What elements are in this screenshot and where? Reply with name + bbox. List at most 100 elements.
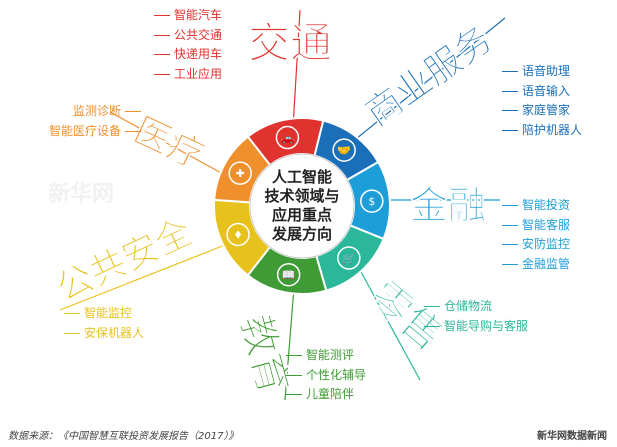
cart-icon: 🛒 <box>337 246 361 270</box>
list-item-label: 安防监控 <box>522 237 571 251</box>
list-item: 安防监控 <box>498 235 613 255</box>
field-title: 交通 <box>248 19 332 68</box>
list-item-label: 家庭管家 <box>522 103 571 117</box>
svg-text:🤝: 🤝 <box>337 144 351 157</box>
dash-marker <box>424 306 440 308</box>
center-hub <box>249 153 355 259</box>
list-item: 监测诊断 <box>0 102 145 122</box>
list-item-label: 公共交通 <box>174 27 223 42</box>
list-item: 陪护机器人 <box>498 121 613 141</box>
list-item: 儿童陪伴 <box>282 385 412 405</box>
dash-marker <box>286 355 302 357</box>
dash-marker <box>502 224 518 226</box>
list-item: 安保机器人 <box>60 324 200 344</box>
list-item: 仓储物流 <box>420 297 590 317</box>
list-item-label: 智能客服 <box>522 217 571 232</box>
svg-text:🛒: 🛒 <box>342 252 356 265</box>
svg-text:$: $ <box>368 195 375 208</box>
list-item: 快递用车 <box>150 45 278 65</box>
dash-marker <box>154 54 170 56</box>
connector-line <box>329 17 506 161</box>
list-item: 智能汽车 <box>150 6 278 26</box>
svg-text:♦: ♦ <box>233 228 243 241</box>
field-item-list: 智能测评个性化辅导儿童陪伴 <box>282 346 412 405</box>
list-item: 公共交通 <box>150 26 278 46</box>
list-item-label: 金融监管 <box>522 256 571 271</box>
dash-marker <box>502 90 518 92</box>
field-item-list: 智能投资智能客服安防监控金融监管 <box>498 196 613 274</box>
connector-line <box>109 111 226 176</box>
watermark: 新华网 <box>48 182 115 207</box>
dash-marker <box>154 73 170 75</box>
connector-line <box>59 244 226 311</box>
list-item: 个性化辅导 <box>282 366 412 386</box>
list-item: 智能客服 <box>498 216 613 236</box>
list-item: 工业应用 <box>150 65 278 85</box>
connector-line <box>284 274 296 401</box>
field-item-list: 仓储物流智能导购与客服 <box>420 297 590 336</box>
dash-marker <box>154 15 170 17</box>
footer-brand: 新华网数据新闻 <box>537 431 607 442</box>
field-item-list: 智能汽车公共交通快递用车工业应用 <box>150 6 278 84</box>
center-title-line: 应用重点 <box>272 206 332 224</box>
list-item-label: 语音输入 <box>522 83 571 98</box>
svg-text:🚗: 🚗 <box>281 132 295 145</box>
svg-text:✚: ✚ <box>236 167 245 180</box>
center-title-line: 发展方向 <box>271 225 332 243</box>
list-item: 智能导购与客服 <box>420 317 590 337</box>
dash-marker <box>125 130 141 132</box>
handshake-icon: 🤝 <box>332 138 356 162</box>
list-item-label: 快递用车 <box>174 47 223 61</box>
dash-marker <box>64 313 80 315</box>
field-item-list: 监测诊断智能医疗设备 <box>0 102 145 141</box>
list-item-label: 个性化辅导 <box>306 367 367 382</box>
list-item: 智能监控 <box>60 304 200 324</box>
list-item-label: 安保机器人 <box>84 325 145 340</box>
dash-marker <box>286 394 302 396</box>
list-item: 语音助理 <box>498 62 613 82</box>
list-item-label: 智能医疗设备 <box>48 123 121 138</box>
list-item: 家庭管家 <box>498 101 613 121</box>
svg-text:📖: 📖 <box>282 269 296 282</box>
list-item-label: 语音助理 <box>522 64 571 78</box>
dash-marker <box>424 325 440 327</box>
money-bag-icon: $ <box>360 189 384 213</box>
medical-kit-icon: ✚ <box>228 161 252 185</box>
list-item-label: 智能监控 <box>84 306 133 320</box>
list-item: 智能医疗设备 <box>0 122 145 142</box>
dash-marker <box>502 244 518 246</box>
list-item-label: 智能投资 <box>522 198 571 212</box>
book-icon: 📖 <box>276 262 301 287</box>
center-title-line: 技术领域与 <box>264 187 339 205</box>
dash-marker <box>502 205 518 207</box>
list-item: 智能投资 <box>498 196 613 216</box>
shield-icon: ♦ <box>226 222 250 247</box>
list-item: 智能测评 <box>282 346 412 366</box>
list-item: 语音输入 <box>498 82 613 102</box>
list-item-label: 仓储物流 <box>444 299 493 313</box>
dash-marker <box>64 332 80 334</box>
dash-marker <box>502 129 518 131</box>
dash-marker <box>502 263 518 265</box>
field-title: 公共安全 <box>50 210 199 309</box>
list-item-label: 陪护机器人 <box>522 122 583 137</box>
footer-source: 数据来源：《中国智慧互联投资发展报告（2017）》 <box>8 431 239 442</box>
list-item-label: 智能导购与客服 <box>444 318 529 333</box>
list-item-label: 监测诊断 <box>72 104 121 118</box>
list-item-label: 智能测评 <box>306 348 355 362</box>
car-icon: 🚗 <box>275 125 300 150</box>
dash-marker <box>154 34 170 36</box>
dash-marker <box>125 111 141 113</box>
list-item-label: 智能汽车 <box>174 8 223 22</box>
center-title-line: 人工智能 <box>272 168 332 186</box>
list-item-label: 儿童陪伴 <box>306 387 355 401</box>
field-item-list: 语音助理语音输入家庭管家陪护机器人 <box>498 62 613 140</box>
field-item-list: 智能监控安保机器人 <box>60 304 200 343</box>
list-item-label: 工业应用 <box>174 66 223 81</box>
field-title: 金融 <box>409 184 486 228</box>
dash-marker <box>502 110 518 112</box>
field-title: 商业服务 <box>358 19 499 135</box>
dash-marker <box>286 374 302 376</box>
